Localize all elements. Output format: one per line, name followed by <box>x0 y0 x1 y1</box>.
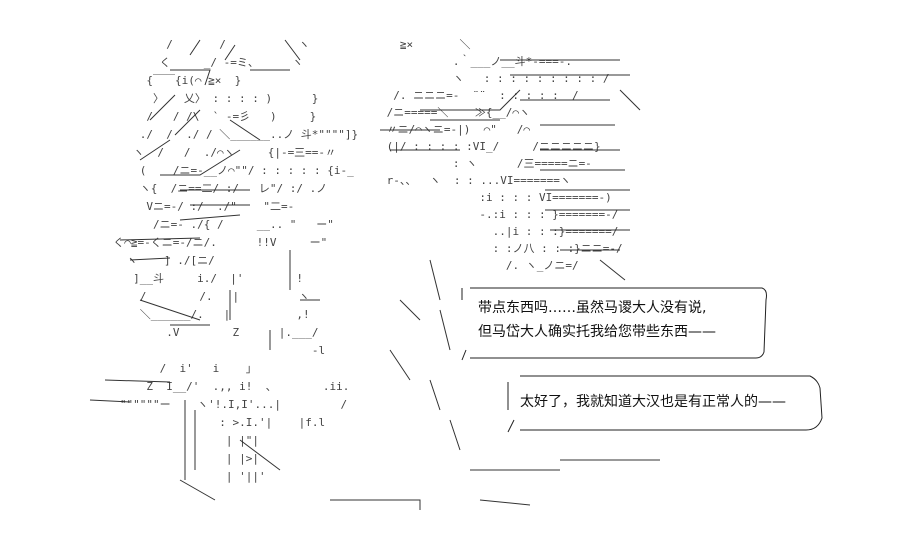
speech-bubble-left: 带点东西吗……虽然马谡大人没有说, 但马岱大人确实托我给您带些东西—— <box>470 298 770 358</box>
left-figure-ascii: / / ヽ く _/ -=ミ、 ヽ {￣￣{i(⌒ ≧× } 〉 乂〉 : : … <box>113 38 359 483</box>
right-figure-ascii: ≧× ＼ .｀___ノ__斗*-===-. ヽ : : : : : : : : … <box>386 38 623 272</box>
speech-left-line-1: 带点东西吗……虽然马谡大人没有说, <box>478 300 707 316</box>
speech-bubble-right: 太好了，我就知道大汉也是有正常人的—— <box>520 392 830 432</box>
speech-right-line-1: 太好了，我就知道大汉也是有正常人的—— <box>520 394 786 410</box>
speech-left-line-2: 但马岱大人确实托我给您带些东西—— <box>478 324 716 340</box>
